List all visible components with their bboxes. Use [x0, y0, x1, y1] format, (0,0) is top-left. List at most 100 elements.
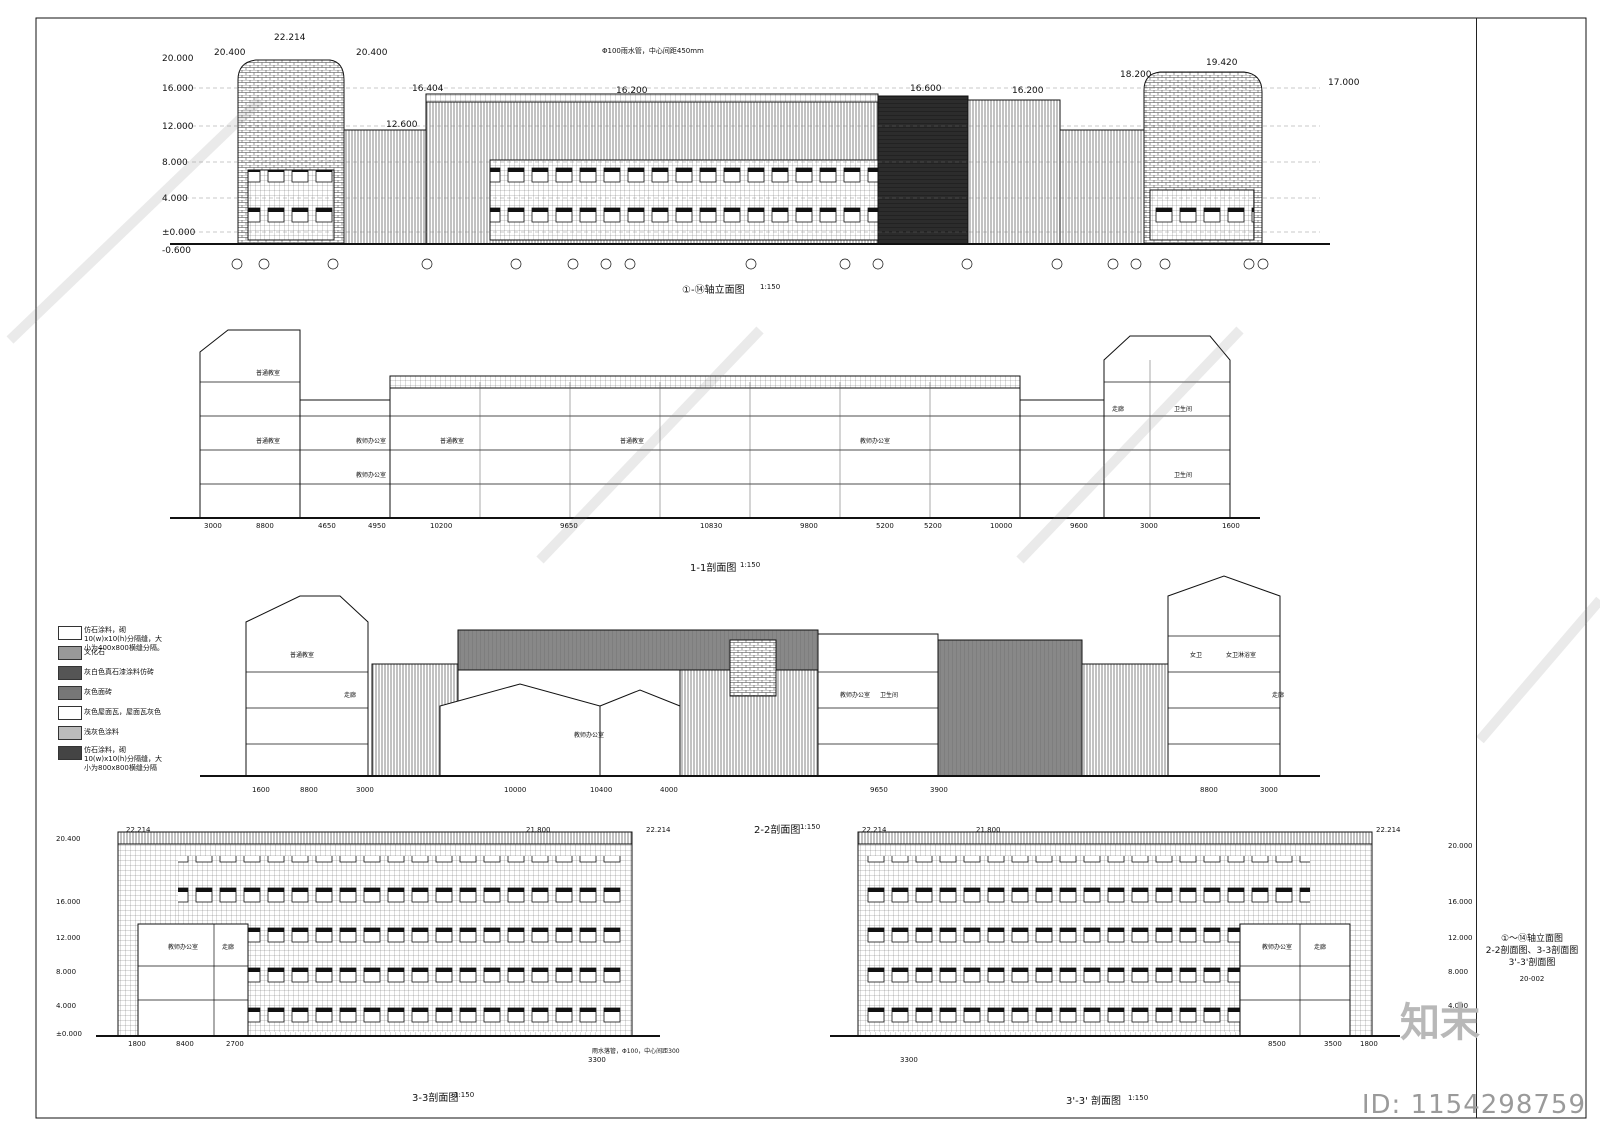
room-label: 普通教室	[620, 438, 645, 445]
level-label: 4.000	[162, 194, 188, 204]
room-label: 走廊	[1272, 692, 1285, 699]
dim: 5200	[876, 522, 894, 530]
dim: 10200	[430, 522, 453, 530]
dim: 3500	[1324, 1040, 1342, 1048]
level-3p-label: 8.000	[1448, 968, 1469, 976]
section-3p-3p	[830, 831, 1400, 1037]
room-label: 女卫	[1190, 652, 1203, 659]
level-3-label: 22.214	[646, 826, 671, 834]
title-block-line1: ①～⑭轴立面图	[1500, 934, 1564, 944]
level-label: -0.600	[162, 246, 192, 256]
bottom-note: 雨水落管，Φ100，中心间距300	[592, 1048, 680, 1055]
watermark-logo: 知末	[1400, 1000, 1480, 1046]
top-note: Φ100雨水管，中心间距450mm	[602, 47, 704, 55]
scale-label: 1:150	[800, 823, 821, 831]
dim: 1600	[1222, 522, 1240, 530]
room-label: 卫生间	[1174, 472, 1193, 479]
room-label: 女卫淋浴室	[1226, 652, 1257, 659]
level-3p-label: 22.214	[862, 826, 887, 834]
level-label: 8.000	[162, 158, 188, 168]
section-2-2	[200, 575, 1320, 777]
scale-label: 1:150	[454, 1091, 475, 1099]
room-label: 走廊	[222, 944, 235, 951]
level-label: ±0.000	[162, 228, 196, 238]
room-label: 教师办公室	[356, 472, 387, 479]
level-top-b: 20.400	[214, 48, 246, 58]
level-top-b2: 20.400	[356, 48, 388, 58]
legend-text: 仿石涂料，砌10(w)x10(h)分隔缝，大小为800x800横缝分隔	[84, 746, 163, 772]
elevation-title: ①-⑭轴立面图	[682, 285, 745, 296]
level-3-label: 4.000	[56, 1002, 77, 1010]
level-top-f: 19.420	[1206, 58, 1238, 68]
level-label: 20.000	[162, 54, 194, 64]
dim: 4000	[660, 786, 678, 794]
dim: 3000	[204, 522, 222, 530]
room-label: 教师办公室	[1262, 944, 1293, 951]
legend-swatch-roof	[58, 706, 82, 720]
level-3p-label: 20.000	[1448, 842, 1473, 850]
level-3-label: 22.214	[126, 826, 151, 834]
legend-text: 灰白色真石漆涂料仿砖	[84, 668, 154, 676]
legend-swatch-stone	[58, 626, 82, 640]
section-3p-title: 3'-3' 剖面图	[1066, 1096, 1122, 1107]
scale-label: 1:150	[1128, 1094, 1149, 1102]
room-label: 普通教室	[290, 652, 315, 659]
scale-label: 1:150	[760, 283, 781, 291]
legend-text: 文化石	[84, 648, 105, 656]
title-block-line3: 3'-3'剖面图	[1508, 958, 1556, 968]
level-3p-label: 22.214	[1376, 826, 1401, 834]
room-label: 教师办公室	[356, 438, 387, 445]
room-label: 走廊	[1112, 406, 1125, 413]
legend-swatch-stone-800	[58, 746, 82, 760]
level-3p-label: 12.000	[1448, 934, 1473, 942]
dim: 10830	[700, 522, 723, 530]
level-3-label: 20.400	[56, 835, 81, 843]
level-label: 16.000	[162, 84, 194, 94]
room-label: 走廊	[1314, 944, 1327, 951]
title-block-code: 20-002	[1519, 975, 1545, 983]
level-3-label: 16.000	[56, 898, 81, 906]
dim: 8400	[176, 1040, 194, 1048]
level-3p-label: 4.000	[1448, 1002, 1469, 1010]
dim: 3000	[356, 786, 374, 794]
level-top-c: 16.404	[412, 84, 444, 94]
dim: 9800	[800, 522, 818, 530]
legend-text: 灰色屋面瓦，屋面瓦灰色	[84, 708, 161, 716]
legend-swatch-tile	[58, 686, 82, 700]
level-top-g: 18.200	[1120, 70, 1152, 80]
room-label: 普通教室	[256, 438, 281, 445]
title-block	[1476, 18, 1587, 1118]
level-top-h: 17.000	[1328, 78, 1360, 88]
room-label: 普通教室	[440, 438, 465, 445]
legend-swatch-brick	[58, 666, 82, 680]
room-label: 卫生间	[880, 692, 899, 699]
level-3-label: 8.000	[56, 968, 77, 976]
dim: 1800	[1360, 1040, 1378, 1048]
dim: 3300	[588, 1056, 606, 1064]
section-3-3	[96, 831, 660, 1037]
room-label: 教师办公室	[574, 732, 605, 739]
room-label: 普通教室	[256, 370, 281, 377]
dim: 2700	[226, 1040, 244, 1048]
section-1-title: 1-1剖面图	[690, 563, 737, 574]
legend-swatch-culture-stone	[58, 646, 82, 660]
level-3-label: 12.000	[56, 934, 81, 942]
section-1-1	[170, 329, 1260, 519]
sheet-border	[35, 17, 1587, 1119]
dim: 4950	[368, 522, 386, 530]
dim: 5200	[924, 522, 942, 530]
watermark-id: ID: 1154298759	[1361, 1090, 1586, 1120]
level-3p-label: 16.000	[1448, 898, 1473, 906]
dim: 10400	[590, 786, 613, 794]
level-top-i: 12.600	[386, 120, 418, 130]
legend-swatch-grey	[58, 726, 82, 740]
dim: 8500	[1268, 1040, 1286, 1048]
dark-core	[877, 95, 969, 245]
title-block-line2: 2-2剖面图、3-3剖面图	[1485, 946, 1579, 956]
dim: 10000	[504, 786, 527, 794]
level-top-d: 16.200	[616, 86, 648, 96]
dim: 8800	[300, 786, 318, 794]
room-label: 走廊	[344, 692, 357, 699]
level-label: 12.000	[162, 122, 194, 132]
